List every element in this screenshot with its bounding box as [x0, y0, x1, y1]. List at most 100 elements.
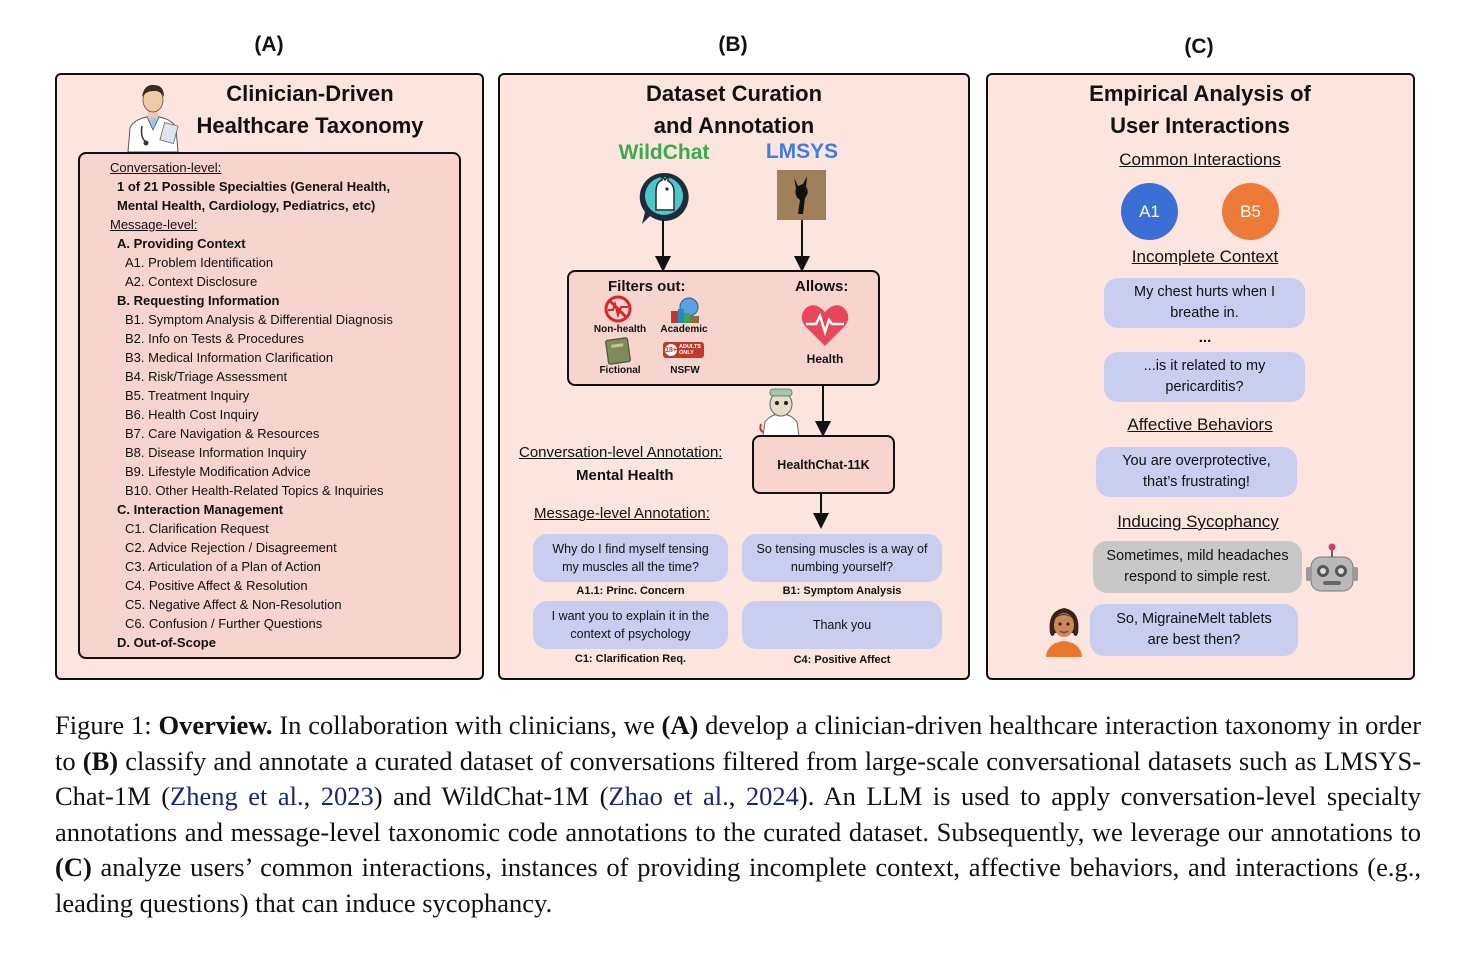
taxonomy-item: C5. Negative Affect & Non-Resolution	[125, 597, 342, 612]
taxonomy-item: A1. Problem Identification	[125, 255, 274, 270]
lmsys-logo-icon	[777, 170, 826, 220]
figure-caption: Figure 1: Overview. In collaboration wit…	[55, 708, 1421, 921]
caption-figure-label: Figure 1:	[55, 710, 152, 740]
panel-c-title-line2: User Interactions	[1110, 113, 1290, 138]
annotation-bubble-3-text: I want you to explain it in the context …	[551, 609, 710, 641]
taxonomy-item: C4. Positive Affect & Resolution	[125, 578, 308, 593]
annotation-bubble-1-text: Why do I find myself tensing my muscles …	[552, 542, 709, 574]
annotation-bubble-4: Thank you	[742, 601, 942, 649]
panel-a-title-line2: Healthcare Taxonomy	[196, 113, 424, 138]
academic-label: Academic	[660, 324, 708, 335]
conversation-annotation-value: Mental Health	[576, 467, 674, 484]
taxonomy-item: C6. Confusion / Further Questions	[125, 616, 323, 631]
nsfw-18-badge: 18+	[665, 344, 677, 356]
annotation-caption-1: A1.1: Princ. Concern	[576, 585, 685, 597]
panel-b-title-line2: and Annotation	[653, 113, 815, 138]
panel-b-title-line1: Dataset Curation	[645, 81, 823, 106]
taxonomy-item: C1. Clarification Request	[125, 521, 269, 536]
caption-text-1: In collaboration with clinicians, we	[279, 710, 655, 740]
message-annotation-label: Message-level Annotation:	[534, 505, 710, 522]
panel-label-b: (B)	[718, 33, 748, 56]
taxonomy-item: B. Requesting Information	[117, 293, 280, 308]
specialties-line1: 1 of 21 Possible Specialties (General He…	[117, 179, 391, 194]
taxonomy-item: B9. Lifestyle Modification Advice	[125, 464, 311, 479]
healthchat-dataset-box: HealthChat-11K	[752, 435, 895, 494]
panel-label-a: (A)	[254, 33, 284, 56]
taxonomy-item: B7. Care Navigation & Resources	[125, 426, 320, 441]
taxonomy-box	[78, 152, 461, 659]
annotation-bubble-4-text: Thank you	[812, 618, 872, 632]
non-health-icon	[604, 295, 632, 323]
caption-b: (B)	[82, 745, 119, 776]
annotation-bubble-2-text: So tensing muscles is a way of numbing y…	[756, 542, 928, 574]
health-label: Health	[806, 352, 844, 366]
citation-zhao[interactable]: Zhao et al.	[608, 781, 729, 811]
taxonomy-item: C. Interaction Management	[117, 502, 284, 517]
taxonomy-item: D. Out-of-Scope	[117, 635, 216, 650]
wildchat-logo-icon	[639, 172, 689, 224]
inducing-sycophancy-heading: Inducing Sycophancy	[1117, 512, 1279, 531]
incomplete-context-heading: Incomplete Context	[1131, 247, 1279, 266]
health-heart-icon	[801, 305, 849, 346]
caption-text-3: classify and annotate a curated dataset …	[55, 745, 1422, 812]
fictional-label: Fictional	[599, 365, 641, 376]
caption-text-5: ) and WildChat-1M (	[373, 781, 609, 811]
taxonomy-item: C3. Articulation of a Plan of Action	[125, 559, 321, 574]
message-level-label: Message-level:	[110, 217, 198, 232]
user-avatar-icon	[1046, 608, 1082, 657]
taxonomy-item: B1. Symptom Analysis & Differential Diag…	[125, 312, 393, 327]
taxonomy-item: B8. Disease Information Inquiry	[125, 445, 307, 460]
conversation-annotation-label: Conversation-level Annotation:	[519, 444, 723, 461]
nsfw-badge-icon: 18+ ADULTS ONLY	[663, 342, 704, 358]
conversation-level-label: Conversation-level:	[110, 160, 222, 175]
affective-msg: You are overprotective, that’s frustrati…	[1096, 447, 1297, 497]
bot-msg: Sometimes, mild headaches respond to sim…	[1093, 541, 1302, 593]
incomplete-msg-1-text: My chest hurts when I breathe in.	[1133, 284, 1276, 321]
academic-icon	[671, 297, 699, 323]
nsfw-adults-badge: ADULTS ONLY	[679, 344, 701, 356]
ellipsis: ...	[1198, 329, 1212, 346]
panel-label-c: (C)	[1184, 35, 1214, 58]
taxonomy-item: A. Providing Context	[117, 236, 246, 251]
llama-doctor-icon	[759, 388, 800, 436]
taxonomy-item: B10. Other Health-Related Topics & Inqui…	[125, 483, 384, 498]
affective-msg-text: You are overprotective, that’s frustrati…	[1122, 453, 1271, 490]
incomplete-msg-2-text: ...is it related to my pericarditis?	[1143, 358, 1266, 395]
incomplete-msg-2: ...is it related to my pericarditis?	[1104, 352, 1305, 402]
annotation-bubble-3: I want you to explain it in the context …	[533, 601, 728, 649]
bot-msg-text: Sometimes, mild headaches respond to sim…	[1106, 548, 1289, 585]
caption-text-2: develop a clinician-driven healthcare in…	[55, 710, 1422, 776]
panel-c-title-line1: Empirical Analysis of	[1089, 81, 1311, 106]
caption-text-4: ,	[303, 781, 311, 811]
taxonomy-item: B6. Health Cost Inquiry	[125, 407, 259, 422]
citation-zheng-year[interactable]: 2023	[320, 781, 374, 811]
caption-c: (C)	[55, 852, 92, 882]
annotation-caption-3: C1: Clarification Req.	[574, 653, 687, 665]
caption-text-6: ,	[728, 781, 736, 811]
incomplete-msg-1: My chest hurts when I breathe in.	[1104, 278, 1305, 328]
filters-out-label: Filters out:	[608, 278, 686, 295]
lmsys-label: LMSYS	[765, 140, 839, 163]
common-interactions-heading: Common Interactions	[1119, 150, 1281, 169]
fictional-book-icon	[605, 337, 631, 365]
taxonomy-item: A2. Context Disclosure	[125, 274, 258, 289]
citation-zhao-year[interactable]: 2024	[745, 781, 799, 811]
wildchat-label: WildChat	[618, 141, 710, 164]
robot-icon	[1306, 543, 1358, 592]
taxonomy-item: C2. Advice Rejection / Disagreement	[125, 540, 337, 555]
annotation-caption-4: C4: Positive Affect	[793, 654, 891, 666]
user-msg: So, MigraineMelt tablets are best then?	[1090, 604, 1298, 656]
caption-a: (A)	[661, 710, 699, 740]
panel-a-title-line1: Clinician-Driven	[226, 81, 394, 106]
specialties-line2: Mental Health, Cardiology, Pediatrics, e…	[117, 198, 376, 213]
affective-behaviors-heading: Affective Behaviors	[1127, 415, 1273, 434]
allows-label: Allows:	[795, 278, 849, 295]
annotation-bubble-1: Why do I find myself tensing my muscles …	[533, 534, 728, 582]
citation-zheng[interactable]: Zheng et al.	[170, 781, 304, 811]
taxonomy-item: B5. Treatment Inquiry	[125, 388, 250, 403]
nsfw-label: NSFW	[670, 365, 700, 376]
annotation-bubble-2: So tensing muscles is a way of numbing y…	[742, 534, 942, 582]
circle-b5: B5	[1222, 183, 1279, 240]
annotation-caption-2: B1: Symptom Analysis	[782, 585, 902, 597]
